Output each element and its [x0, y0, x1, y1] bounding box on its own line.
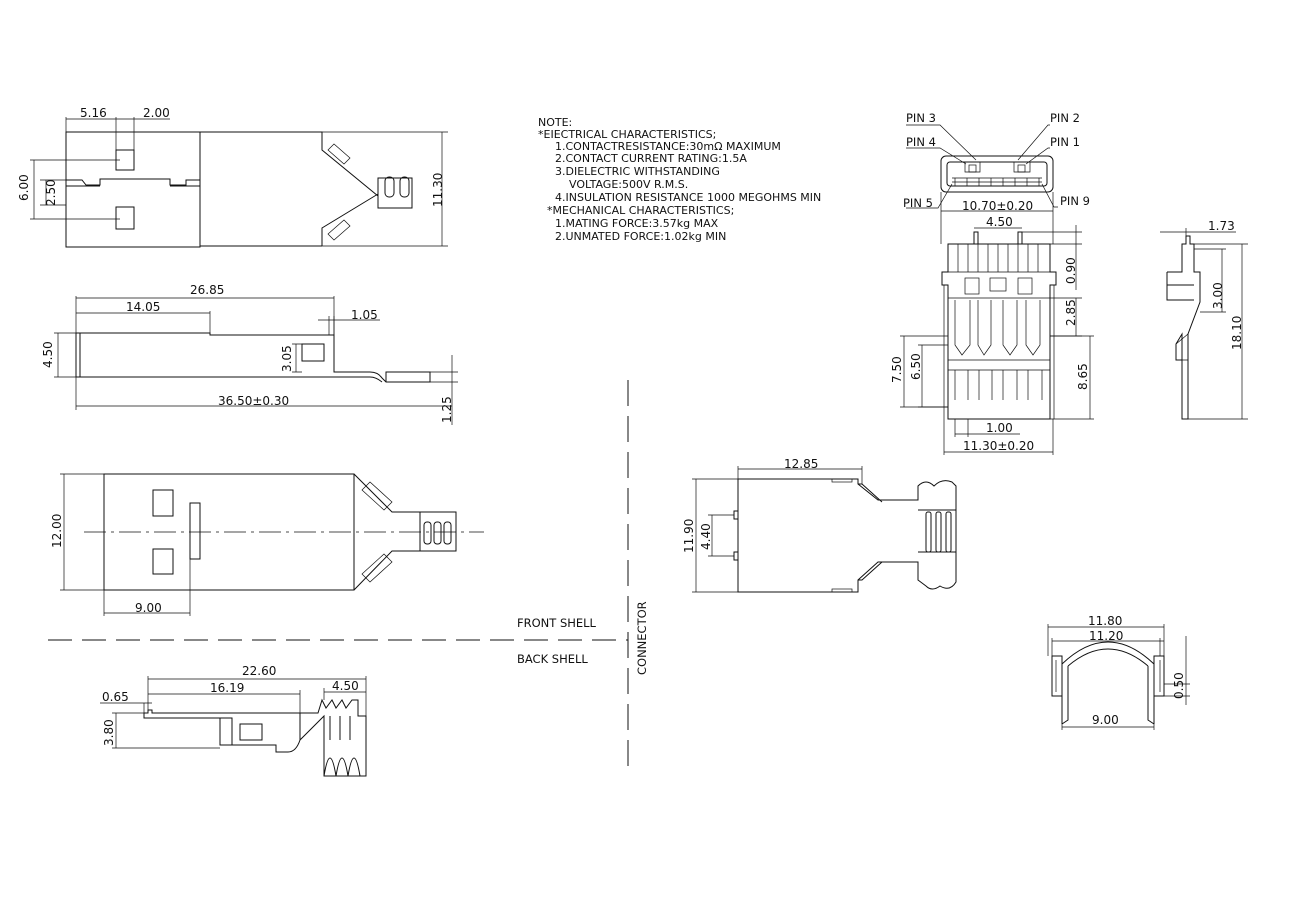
dim-label: 6.00: [17, 174, 31, 201]
pin-label: PIN 1: [1050, 135, 1080, 149]
dim-label: 1.25: [440, 396, 454, 423]
back-shell-label: BACK SHELL: [517, 652, 588, 666]
dim-label: 26.85: [190, 283, 224, 297]
dim-label: 4.50: [41, 341, 55, 368]
back-shell-side-view: 22.60 16.19 0.65 4.50 3.80: [100, 664, 367, 777]
dim-label: 6.50: [909, 353, 923, 380]
dim-label: 8.65: [1076, 363, 1090, 390]
dim-label: 18.10: [1230, 316, 1244, 350]
dim-label: 16.19: [210, 681, 244, 695]
dim-label: 10.70±0.20: [962, 199, 1033, 213]
note-line: 3.DIELECTRIC WITHSTANDING: [555, 165, 720, 178]
dim-label: 2.85: [1064, 299, 1078, 326]
dim-label: 1.73: [1208, 219, 1235, 233]
dim-label: 9.00: [135, 601, 162, 615]
top-view: 5.16 2.00 6.00 2.50 11.30: [17, 106, 448, 248]
back-shell-top-view: 12.85 11.90 4.40: [682, 457, 957, 593]
dim-label: 1.00: [986, 421, 1013, 435]
dim-label: 11.30: [431, 173, 445, 207]
note-line: *MECHANICAL CHARACTERISTICS;: [547, 204, 734, 217]
dim-label: 3.00: [1211, 282, 1225, 309]
front-shell-top-view: 12.00 9.00: [50, 473, 484, 616]
dim-label: 7.50: [890, 356, 904, 383]
dim-label: 22.60: [242, 664, 276, 678]
pin-end-view: PIN 3 PIN 2 PIN 4 PIN 1 PIN 5 PIN 9: [903, 111, 1090, 210]
pin-label: PIN 9: [1060, 194, 1090, 208]
dim-label: 3.05: [280, 345, 294, 372]
back-shell-end-view: 11.80 11.20 0.50 9.00: [1047, 614, 1190, 730]
right-side-view: 1.73 3.00 18.10: [1160, 219, 1248, 420]
pin-label: PIN 4: [906, 135, 936, 149]
front-view: 10.70±0.20 4.50 0.90 2.85 7.50 6.50 8.65…: [890, 192, 1094, 455]
dim-label: 5.16: [80, 106, 107, 120]
front-shell-label: FRONT SHELL: [517, 616, 597, 630]
dim-label: 36.50±0.30: [218, 394, 289, 408]
note-line: VOLTAGE:500V R.M.S.: [569, 178, 688, 191]
dim-label: 11.30±0.20: [963, 439, 1034, 453]
dim-label: 0.90: [1064, 257, 1078, 284]
dim-label: 3.80: [102, 719, 116, 746]
dim-label: 11.20: [1089, 629, 1123, 643]
dim-label: 12.85: [784, 457, 818, 471]
note-line: 4.INSULATION RESISTANCE 1000 MEGOHMS MIN: [555, 191, 821, 204]
shell-separation: FRONT SHELL BACK SHELL CONNECTOR: [48, 380, 649, 770]
note-line: 1.MATING FORCE:3.57kg MAX: [555, 217, 719, 230]
pin-label: PIN 2: [1050, 111, 1080, 125]
note-line: 2.CONTACT CURRENT RATING:1.5A: [555, 152, 747, 165]
dim-label: 4.50: [332, 679, 359, 693]
dim-label: 12.00: [50, 514, 64, 548]
dim-label: 2.50: [44, 179, 58, 206]
dim-label: 0.50: [1172, 672, 1186, 699]
dim-label: 4.50: [986, 215, 1013, 229]
dim-label: 11.80: [1088, 614, 1122, 628]
pin-label: PIN 3: [906, 111, 936, 125]
notes-block: NOTE: *EIECTRICAL CHARACTERISTICS; 1.CON…: [538, 116, 821, 243]
side-view: 26.85 14.05 1.05 4.50 3.05 36.50±0.30 1.…: [41, 283, 458, 425]
note-line: *EIECTRICAL CHARACTERISTICS;: [538, 128, 716, 141]
dim-label: 4.40: [699, 523, 713, 550]
notes-title: NOTE:: [538, 116, 572, 129]
dim-label: 14.05: [126, 300, 160, 314]
dim-label: 1.05: [351, 308, 378, 322]
dim-label: 2.00: [143, 106, 170, 120]
dim-label: 0.65: [102, 690, 129, 704]
connector-label: CONNECTOR: [635, 601, 649, 675]
note-line: 2.UNMATED FORCE:1.02kg MIN: [555, 230, 726, 243]
dim-label: 9.00: [1092, 713, 1119, 727]
note-line: 1.CONTACTRESISTANCE:30mΩ MAXIMUM: [555, 140, 781, 153]
pin-label: PIN 5: [903, 196, 933, 210]
dim-label: 11.90: [682, 519, 696, 553]
